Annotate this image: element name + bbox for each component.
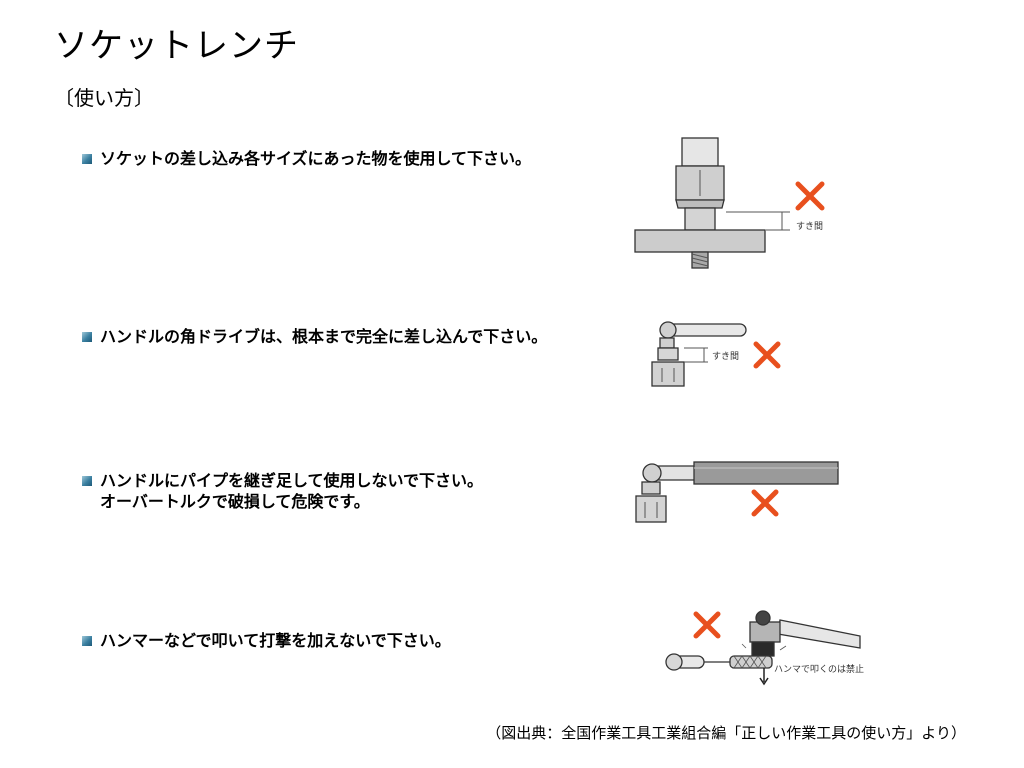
bullet-square-icon (82, 154, 92, 164)
pipe-extension-illustration (635, 461, 839, 523)
gap-label: すき間 (712, 351, 739, 362)
page-title: ソケットレンチ (54, 26, 299, 66)
hammer-prohibited-label: ハンマで叩くのは禁止 (774, 663, 864, 675)
usage-item-2-line-1: ハンドルの角ドライブは、根本まで完全に差し込んで下さい。 (100, 327, 548, 346)
cross-mark-icon (751, 489, 779, 517)
usage-item-3-line-1: ハンドルにパイプを継ぎ足して使用しないで下さい。 (100, 471, 484, 490)
bullet-square-icon (82, 332, 92, 342)
usage-item-1: ソケットの差し込み各サイズにあった物を使用して下さい。 (82, 148, 531, 169)
cross-mark-icon (753, 341, 781, 369)
usage-item-4-line-1: ハンマーなどで叩いて打撃を加えないで下さい。 (100, 631, 451, 650)
section-subtitle: 〔使い方〕 (54, 86, 154, 110)
bullet-square-icon (82, 476, 92, 486)
source-caption: （図出典：全国作業工具工業組合編「正しい作業工具の使い方」より） (486, 724, 966, 742)
usage-item-3: ハンドルにパイプを継ぎ足して使用しないで下さい。 オーバートルクで破損して危険で… (82, 470, 483, 512)
hammer-strike-illustration: ハンマで叩くのは禁止 (665, 610, 864, 686)
drive-not-inserted-illustration: すき間 (651, 321, 781, 387)
usage-item-2: ハンドルの角ドライブは、根本まで完全に差し込んで下さい。 (82, 326, 547, 347)
bullet-square-icon (82, 636, 92, 646)
usage-item-4: ハンマーなどで叩いて打撃を加えないで下さい。 (82, 630, 451, 651)
cross-mark-icon (693, 611, 721, 639)
gap-label: すき間 (796, 221, 823, 232)
socket-size-mismatch-illustration: すき間 (634, 137, 825, 269)
cross-mark-icon (795, 181, 825, 211)
usage-item-3-line-2: オーバートルクで破損して危険です。 (100, 492, 370, 511)
usage-item-1-line-1: ソケットの差し込み各サイズにあった物を使用して下さい。 (100, 149, 532, 168)
